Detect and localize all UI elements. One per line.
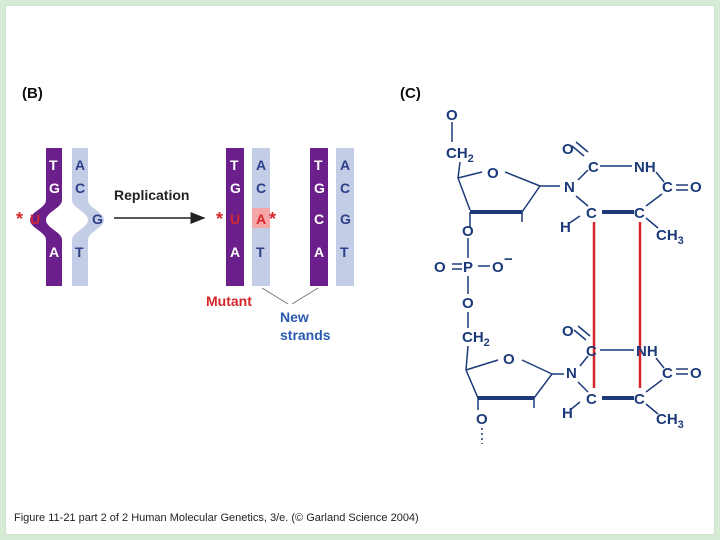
base-right-4: T	[75, 244, 84, 260]
base-right-2: C	[75, 180, 85, 196]
left-strand-bases: T G U A	[30, 157, 60, 260]
atom-n1: N	[564, 179, 575, 196]
panel-b-label: (B)	[22, 85, 43, 102]
atom-nh2: NH	[636, 343, 658, 360]
atom-o-top: O	[446, 107, 458, 124]
base-left-3: U	[30, 211, 40, 227]
base-left-1: T	[49, 157, 58, 173]
mutation-star-1: *	[16, 209, 23, 229]
atom-c-mid1a: C	[586, 205, 597, 222]
new-strand-pointer-2	[291, 287, 319, 305]
atom-eq-o2: O	[690, 365, 702, 382]
p1-left-3: U	[230, 211, 240, 227]
atom-carbonyl-o1: O	[562, 141, 574, 158]
new-label-line2: strands	[280, 327, 331, 343]
p1-right-1: A	[256, 157, 266, 173]
atom-c-mid2a: C	[586, 391, 597, 408]
atom-h1: H	[560, 219, 571, 236]
atom-phos-minus: −	[504, 251, 513, 268]
p2-right-2: C	[340, 180, 350, 196]
p2-left-1: T	[314, 157, 323, 173]
mutation-star-3: *	[269, 209, 276, 229]
p2-left-2: G	[314, 180, 325, 196]
purple-template-strand	[30, 148, 62, 286]
p1-left-2: G	[230, 180, 241, 196]
atom-o-link1: O	[462, 223, 474, 240]
atom-ch2-2: CH2	[462, 329, 490, 349]
p2-left-4: A	[314, 244, 324, 260]
atom-nh1: NH	[634, 159, 656, 176]
atom-c-mid1b: C	[634, 205, 645, 222]
atom-ch3-2: CH3	[656, 411, 684, 431]
product2-blue-strand	[336, 148, 354, 286]
atom-ch2-1: CH2	[446, 145, 474, 165]
atom-c-top2: C	[586, 343, 597, 360]
p1-right-4: T	[256, 244, 265, 260]
blue-template-strand	[72, 148, 104, 286]
slide-frame	[6, 6, 714, 534]
replication-label: Replication	[114, 187, 189, 203]
right-strand-bases: A C G T	[75, 157, 103, 260]
atom-c-mid2b: C	[634, 391, 645, 408]
p1-right-2: C	[256, 180, 266, 196]
mutation-star-2: *	[216, 209, 223, 229]
deoxyuridine-structure	[451, 122, 688, 444]
atom-c-right2: C	[662, 365, 673, 382]
atom-phos-o-right: O	[492, 259, 504, 276]
atom-eq-o1: O	[690, 179, 702, 196]
atom-c-top1: C	[588, 159, 599, 176]
atom-ch3-1: CH3	[656, 227, 684, 247]
atom-ring-o2: O	[503, 351, 515, 368]
atom-n2: N	[566, 365, 577, 382]
product1-purple-strand	[226, 148, 244, 286]
product2-purple-strand	[310, 148, 328, 286]
atom-ring-o1: O	[487, 165, 499, 182]
base-left-2: G	[49, 180, 60, 196]
p1-left-4: A	[230, 244, 240, 260]
p1-left-1: T	[230, 157, 239, 173]
p2-right-3: G	[340, 211, 351, 227]
p1-right-3: A	[256, 211, 266, 227]
p2-right-4: T	[340, 244, 349, 260]
atom-c-right1: C	[662, 179, 673, 196]
base-left-4: A	[49, 244, 59, 260]
panel-c-label: (C)	[400, 85, 421, 102]
atom-h2: H	[562, 405, 573, 422]
base-right-3: G	[92, 211, 103, 227]
atom-phos-o-left: O	[434, 259, 446, 276]
mutant-label: Mutant	[206, 293, 252, 309]
mutant-base-highlight	[252, 208, 270, 228]
atom-carbonyl-o2: O	[562, 323, 574, 340]
structure-labels: O CH2 O O C NH N C O H C C CH3 O O P O −…	[434, 107, 702, 431]
atom-o-link2: O	[462, 295, 474, 312]
atom-o-bottom: O	[476, 411, 488, 428]
base-right-1: A	[75, 157, 85, 173]
p2-right-1: A	[340, 157, 350, 173]
figure-caption: Figure 11-21 part 2 of 2 Human Molecular…	[14, 512, 419, 524]
new-label-line1: New	[280, 309, 309, 325]
atom-phos-p: P	[463, 259, 473, 276]
p2-left-3: C	[314, 211, 324, 227]
new-strand-pointer-1	[261, 287, 289, 305]
